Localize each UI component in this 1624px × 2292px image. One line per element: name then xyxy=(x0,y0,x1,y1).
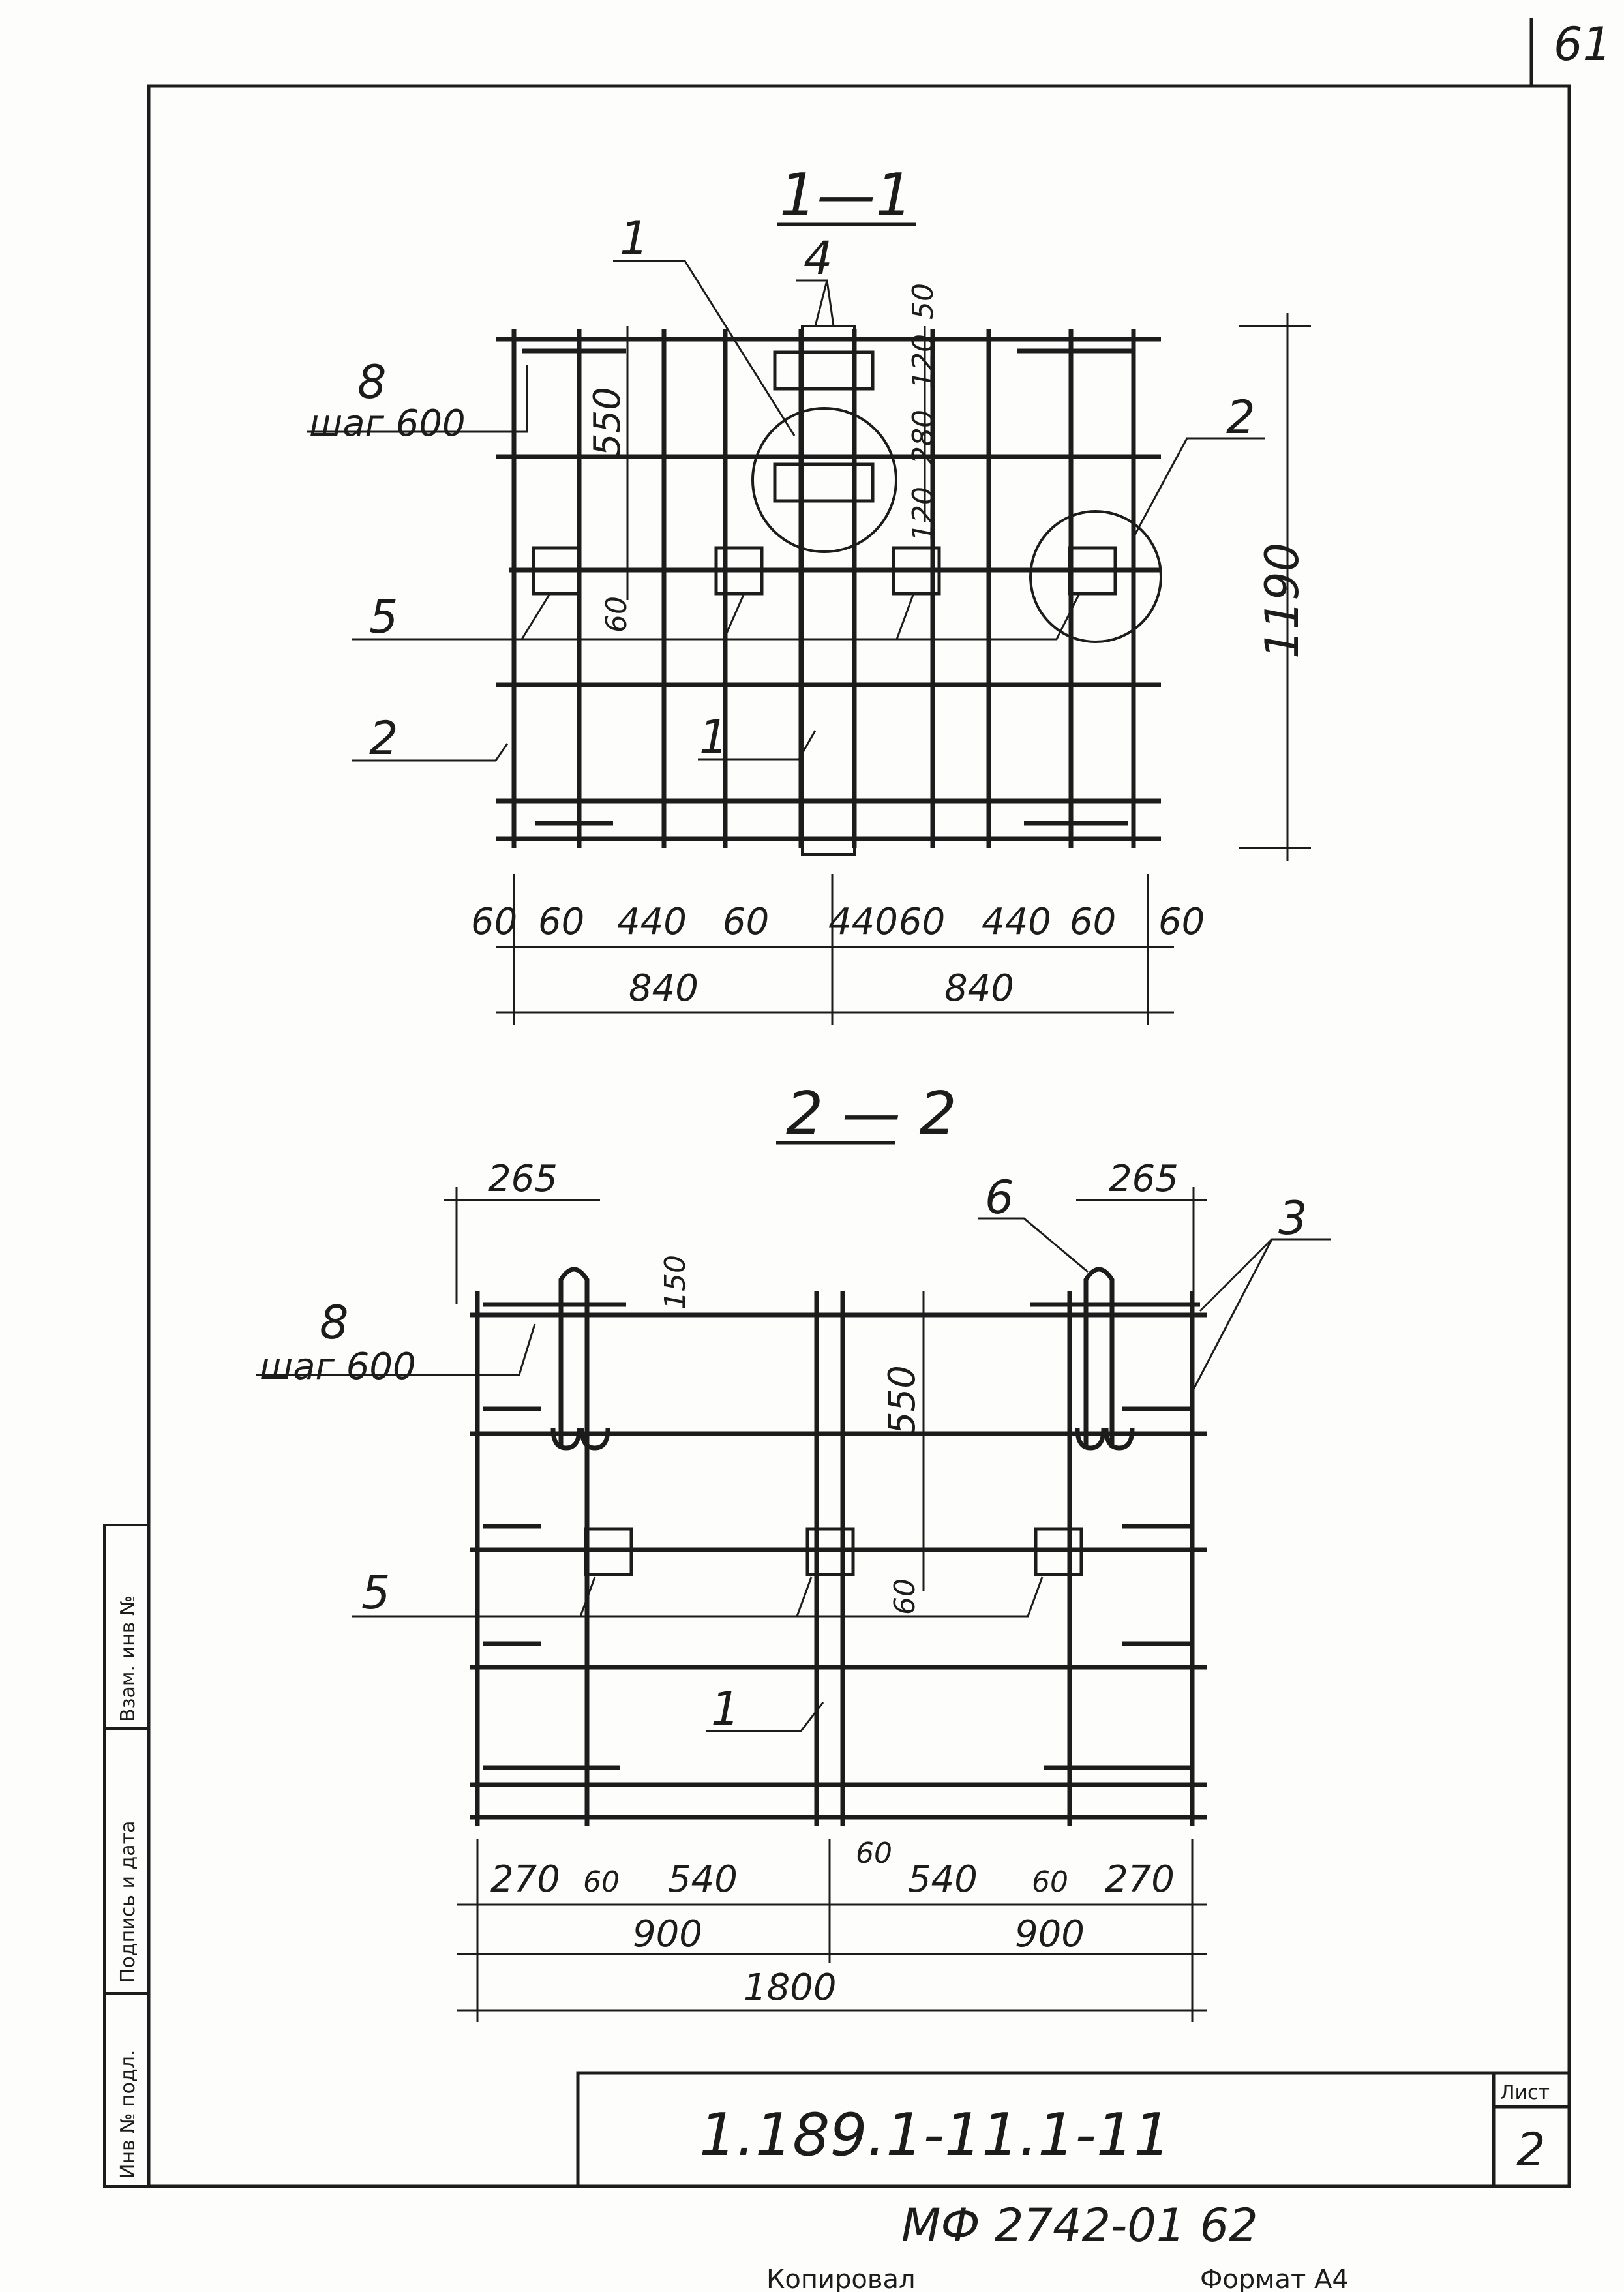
dim-h60c: 60 xyxy=(723,901,769,943)
dim-60-vertical: 60 xyxy=(600,596,633,633)
callout-2-left: 2 xyxy=(369,712,398,765)
sheet-label: Лист xyxy=(1500,2081,1550,2104)
dim-h900a: 900 xyxy=(633,1913,702,1955)
section-2-spacer-blocks xyxy=(584,1527,1083,1576)
stamp-inv-podl: Инв № подл. xyxy=(117,2050,140,2179)
dim-265b: 265 xyxy=(1109,1158,1179,1200)
dim-550-s2: 550 xyxy=(881,1365,924,1435)
dim-h540a: 540 xyxy=(668,1858,738,1901)
dim-120a: 120 xyxy=(907,334,940,389)
section-1-title: 1—1 xyxy=(779,161,913,230)
dim-h60b-s2: 60 xyxy=(856,1837,892,1870)
callout-step-s2: шаг 600 xyxy=(260,1346,416,1388)
sheet-number: 2 xyxy=(1516,2123,1546,2177)
callout-5: 5 xyxy=(369,590,398,644)
dim-h440a: 440 xyxy=(617,901,687,943)
section-2-horizontal-bars xyxy=(470,1302,1207,1820)
section-1-leaders xyxy=(307,260,1265,762)
stamp-vzam-inv: Взам. инв № xyxy=(117,1595,140,1722)
callout-1-top: 1 xyxy=(620,212,649,265)
dim-h840b: 840 xyxy=(944,967,1014,1010)
section-2-dimension-lines xyxy=(444,1187,1207,2022)
stamp-podpis-data: Подпись и дата xyxy=(117,1821,140,1983)
dim-1190: 1190 xyxy=(1256,543,1309,659)
page-number: 61 xyxy=(1554,18,1612,71)
callout-6: 6 xyxy=(985,1171,1014,1224)
dim-550: 550 xyxy=(586,387,629,457)
section-2-lifting-loops xyxy=(550,1267,1135,1451)
format-label: Формат А4 xyxy=(1200,2265,1349,2292)
callout-step: шаг 600 xyxy=(309,402,466,445)
callout-5-s2: 5 xyxy=(361,1566,391,1620)
dim-265a: 265 xyxy=(488,1158,558,1200)
section-1-horizontal-bars xyxy=(496,337,1161,841)
dim-280: 280 xyxy=(907,410,940,464)
dim-50: 50 xyxy=(907,283,940,320)
callout-8: 8 xyxy=(357,355,387,409)
dim-h60a-s2: 60 xyxy=(583,1865,620,1899)
dim-150: 150 xyxy=(659,1255,692,1310)
copied-label: Копировал xyxy=(766,2265,916,2292)
callout-1-mid: 1 xyxy=(699,710,729,764)
drawing-code: 1.189.1-11.1-11 xyxy=(699,2101,1171,2169)
dim-h440c: 440 xyxy=(982,901,1051,943)
callout-3: 3 xyxy=(1278,1192,1308,1245)
dim-h60c-s2: 60 xyxy=(1032,1865,1068,1899)
callout-2-right: 2 xyxy=(1226,391,1256,444)
dim-h440b: 440 xyxy=(828,901,898,943)
dim-h60e: 60 xyxy=(1070,901,1116,943)
dim-h840a: 840 xyxy=(629,967,699,1010)
dim-h900b: 900 xyxy=(1015,1913,1085,1955)
dim-h60f: 60 xyxy=(1158,901,1205,943)
title-block xyxy=(576,2071,1571,2188)
dim-h270b: 270 xyxy=(1105,1858,1175,1901)
archive-code: МФ 2742-01 62 xyxy=(901,2199,1258,2252)
dim-h270a: 270 xyxy=(490,1858,560,1901)
section-1-1: 1—1 xyxy=(307,161,1311,1025)
callout-4: 4 xyxy=(804,232,833,285)
dim-120b: 120 xyxy=(907,487,940,541)
dim-h540b: 540 xyxy=(908,1858,978,1901)
section-2-title: 2 — 2 xyxy=(786,1079,957,1148)
dim-h60b: 60 xyxy=(538,901,584,943)
section-2-2: 2 — 2 xyxy=(256,1079,1331,2022)
dim-h1800: 1800 xyxy=(744,1967,837,2009)
dim-60-s2: 60 xyxy=(888,1578,922,1615)
section-1-dimension-lines xyxy=(496,313,1311,1025)
section-1-spacer-blocks xyxy=(532,350,1162,643)
dim-h60d: 60 xyxy=(899,901,945,943)
callout-8-s2: 8 xyxy=(320,1296,349,1350)
side-stamp: Инв № подл. Подпись и дата Взам. инв № xyxy=(103,1524,150,2188)
section-2-leaders xyxy=(256,1217,1331,1732)
dim-h60a: 60 xyxy=(471,901,517,943)
callout-1-s2: 1 xyxy=(711,1682,740,1736)
